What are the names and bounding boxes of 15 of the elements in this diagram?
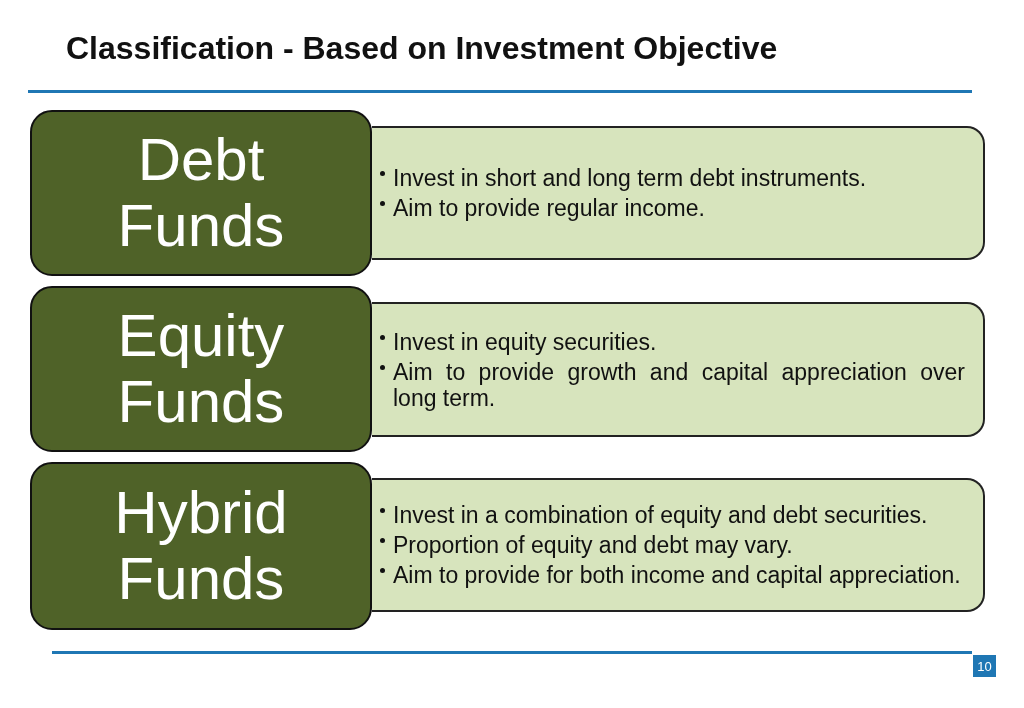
bullet-text: Aim to provide for both income and capital appreciation. bbox=[393, 562, 962, 588]
bullet-text: Invest in a combination of equity and debt securities. bbox=[393, 502, 929, 528]
category-box: Hybrid Funds bbox=[30, 462, 372, 630]
page-number: 10 bbox=[973, 655, 996, 677]
category-box: Equity Funds bbox=[30, 286, 372, 452]
description-box bbox=[372, 126, 985, 260]
category-box: Debt Funds bbox=[30, 110, 372, 276]
bullet-text: Proportion of equity and debt may vary. bbox=[393, 532, 794, 558]
bullet-text: Aim to provide regular income. bbox=[393, 195, 706, 221]
description-box bbox=[372, 478, 985, 612]
bullet-text: Invest in equity securities. bbox=[393, 328, 658, 355]
slide-title: Classification - Based on Investment Objective bbox=[66, 30, 778, 67]
bullet-text: Invest in short and long term debt instruments. bbox=[393, 165, 868, 191]
bullet-text: Aim to provide growth and capital appreciation over long term. bbox=[393, 358, 965, 411]
description-box bbox=[372, 302, 985, 437]
